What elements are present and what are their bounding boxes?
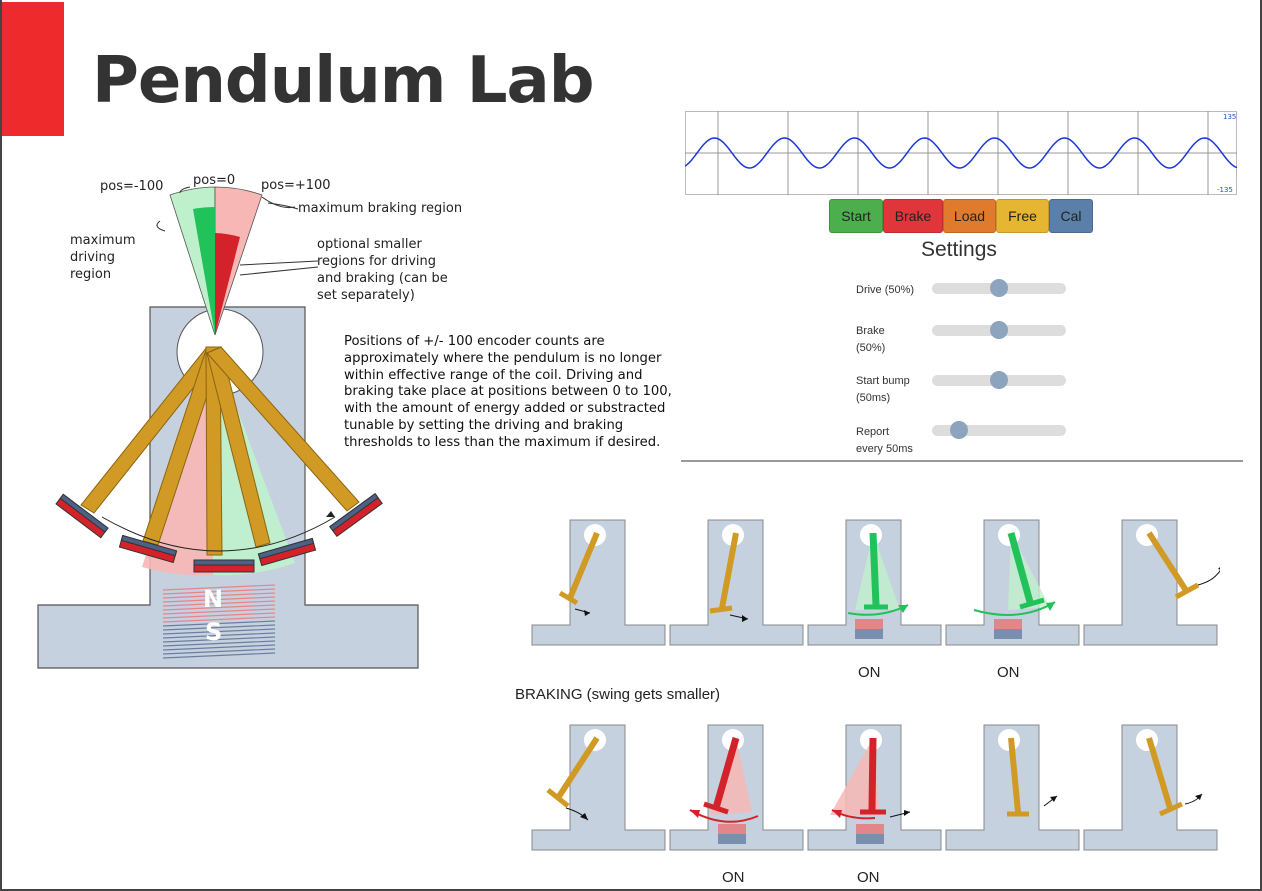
load-button[interactable]: Load	[943, 199, 996, 233]
brake-frame-1	[531, 724, 666, 851]
cal-button[interactable]: Cal	[1049, 199, 1093, 233]
setting-drive-label: Drive (50%)	[856, 282, 926, 299]
setting-start-bump: Start bump (50ms)	[856, 373, 926, 407]
label-pos-pos: pos=+100	[261, 178, 331, 193]
setting-label-text: Report	[856, 426, 890, 438]
start-button[interactable]: Start	[829, 199, 883, 233]
label-max-driving: maximum driving region	[70, 232, 136, 283]
setting-label-text: Start bump	[856, 375, 910, 387]
drive-frame-5	[1083, 519, 1220, 646]
scope-ymin-label: -135	[1217, 186, 1233, 194]
brake-frame-3	[807, 724, 942, 851]
accent-bar	[2, 2, 64, 136]
brake-on-label-1: ON	[722, 869, 745, 886]
setting-start-bump-label: Start bump (50ms)	[856, 373, 926, 407]
trace-line	[685, 137, 1237, 169]
drive-frame-1	[531, 519, 666, 646]
brake-frame-4	[945, 724, 1080, 851]
brake-slider-knob[interactable]	[990, 321, 1008, 339]
drive-on-label-1: ON	[858, 664, 881, 681]
braking-sequence	[531, 724, 1218, 851]
setting-report-label: Report every 50ms	[856, 424, 926, 458]
setting-label-text: Drive (50%)	[856, 284, 915, 296]
label-optional-line: optional smaller	[317, 237, 422, 252]
drive-on-label-2: ON	[997, 664, 1020, 681]
scope-ymax-label: 135	[1223, 113, 1236, 121]
braking-title: BRAKING (swing gets smaller)	[515, 686, 721, 703]
label-pos-neg: pos=-100	[100, 179, 164, 194]
drive-frame-4	[945, 519, 1080, 646]
setting-label-text: every 50ms	[856, 443, 913, 455]
pendulum-diagram	[37, 186, 419, 669]
label-optional-line: regions for driving	[317, 254, 437, 269]
magnet-s-label: S	[205, 618, 223, 646]
brake-slider[interactable]	[932, 321, 1066, 339]
setting-brake-label: Brake (50%)	[856, 323, 926, 357]
label-max-braking: maximum braking region	[298, 201, 463, 216]
label-optional-regions: optional smaller regions for driving and…	[317, 236, 448, 304]
setting-brake: Brake (50%)	[856, 323, 926, 357]
section-divider	[681, 460, 1243, 462]
setting-report: Report every 50ms	[856, 424, 926, 458]
report-slider-knob[interactable]	[949, 421, 968, 439]
label-max-driving-line: maximum	[70, 233, 136, 248]
drive-frame-2	[669, 519, 804, 646]
report-slider[interactable]	[932, 421, 1066, 439]
free-button[interactable]: Free	[996, 199, 1049, 233]
label-optional-line: set separately)	[317, 288, 415, 303]
setting-label-text: (50%)	[856, 342, 886, 354]
setting-label-text: (50ms)	[856, 392, 891, 404]
settings-title: Settings	[921, 238, 997, 261]
brake-frame-5	[1083, 724, 1218, 851]
label-max-driving-line: driving	[70, 250, 116, 265]
control-button-bar: Start Brake Load Free Cal	[829, 199, 1093, 233]
explanation-paragraph: Positions of +/- 100 encoder counts are …	[344, 334, 672, 450]
label-pos-zero: pos=0	[193, 173, 236, 188]
brake-frame-2	[669, 724, 804, 851]
position-trace-chart: 135 -135	[685, 111, 1237, 195]
setting-label-text: Brake	[856, 325, 885, 337]
start-bump-slider-knob[interactable]	[990, 371, 1008, 389]
page-title: Pendulum Lab	[92, 44, 594, 118]
brake-button[interactable]: Brake	[883, 199, 943, 233]
drive-frame-3	[807, 519, 942, 646]
driving-sequence	[531, 519, 1220, 646]
magnet-n-label: N	[203, 585, 224, 613]
label-max-driving-line: region	[70, 267, 112, 282]
drive-slider[interactable]	[932, 279, 1066, 297]
drive-slider-knob[interactable]	[990, 279, 1008, 297]
setting-drive: Drive (50%)	[856, 282, 926, 299]
brake-on-label-2: ON	[857, 869, 880, 886]
start-bump-slider[interactable]	[932, 371, 1066, 389]
label-optional-line: and braking (can be	[317, 271, 448, 286]
